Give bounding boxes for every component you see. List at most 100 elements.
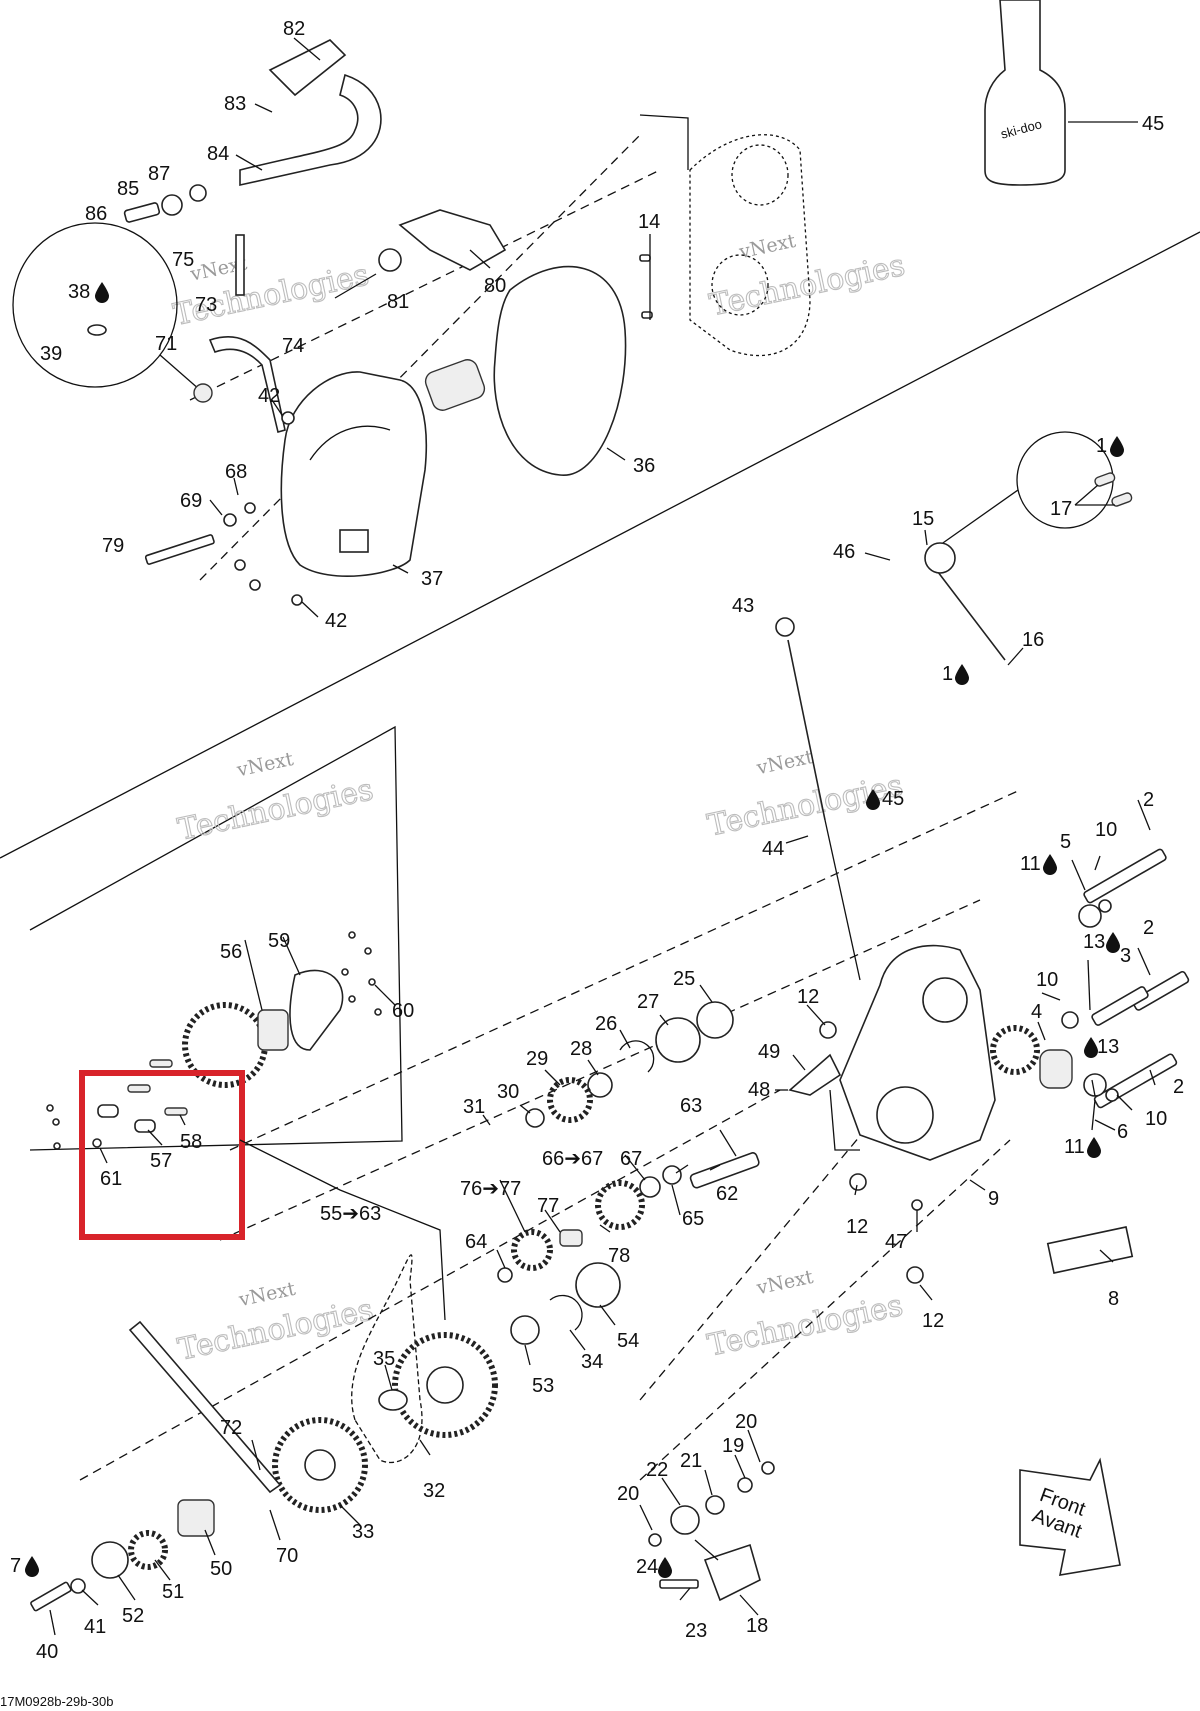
oil-drop-icon bbox=[95, 282, 109, 303]
label-18: 18 bbox=[746, 1615, 768, 1637]
dipstick-ring bbox=[775, 617, 795, 637]
bracket-80 bbox=[398, 209, 507, 271]
label-49: 49 bbox=[758, 1041, 780, 1063]
tensioner-18 bbox=[703, 1543, 761, 1602]
label-29: 29 bbox=[526, 1048, 548, 1070]
oil-drop-icon bbox=[1110, 436, 1124, 457]
label-12: 12 bbox=[797, 986, 819, 1008]
spring-58 bbox=[164, 1107, 188, 1116]
label-11b: 11 bbox=[1064, 1136, 1085, 1158]
needle-bearing-56 bbox=[257, 1009, 289, 1051]
oil-drop-icon bbox=[1084, 1037, 1098, 1058]
label-14: 14 bbox=[638, 211, 660, 233]
bolt-23 bbox=[659, 1579, 699, 1589]
label-17: 17 bbox=[1050, 498, 1072, 520]
label-66→67: 66➔67 bbox=[542, 1148, 603, 1170]
label-57: 57 bbox=[150, 1150, 172, 1172]
label-51: 51 bbox=[162, 1581, 184, 1603]
label-16: 16 bbox=[1022, 629, 1044, 651]
label-46: 46 bbox=[833, 541, 855, 563]
label-60: 60 bbox=[392, 1000, 414, 1022]
seal-strip-8 bbox=[1046, 1226, 1134, 1274]
label-28: 28 bbox=[570, 1038, 592, 1060]
bearing-50 bbox=[177, 1499, 215, 1537]
label-8: 8 bbox=[1108, 1288, 1119, 1310]
label-40: 40 bbox=[36, 1641, 58, 1663]
spacer-35 bbox=[378, 1389, 408, 1411]
label-10c: 10 bbox=[1145, 1108, 1167, 1130]
label-20: 20 bbox=[735, 1411, 757, 1433]
label-65: 65 bbox=[682, 1208, 704, 1230]
label-74: 74 bbox=[282, 335, 304, 357]
label-43: 43 bbox=[732, 595, 754, 617]
gear-67 bbox=[595, 1180, 645, 1230]
label-85: 85 bbox=[117, 178, 139, 200]
watermark-3-big: Technologies bbox=[175, 772, 376, 848]
front-arrow bbox=[1019, 1457, 1121, 1576]
section-dividers bbox=[0, 231, 1200, 1151]
watermark-6-big: Technologies bbox=[704, 1288, 905, 1364]
label-36: 36 bbox=[633, 455, 655, 477]
label-4: 4 bbox=[1031, 1001, 1042, 1023]
label-69: 69 bbox=[180, 490, 202, 512]
label-37: 37 bbox=[421, 568, 443, 590]
circlip-34 bbox=[549, 1294, 583, 1331]
label-86: 86 bbox=[85, 203, 107, 225]
gear-76 bbox=[511, 1229, 553, 1271]
label-54: 54 bbox=[617, 1330, 639, 1352]
label-12c: 12 bbox=[922, 1310, 944, 1332]
label-59: 59 bbox=[268, 930, 290, 952]
nut-30 bbox=[525, 1108, 545, 1128]
label-25: 25 bbox=[673, 968, 695, 990]
assembly-lines bbox=[79, 114, 1021, 1481]
label-35: 35 bbox=[373, 1348, 395, 1370]
label-72: 72 bbox=[220, 1417, 242, 1439]
pin-57 bbox=[134, 1119, 156, 1133]
label-76→77: 76➔77 bbox=[460, 1178, 521, 1200]
bolt-86 bbox=[123, 202, 161, 223]
label-70: 70 bbox=[276, 1545, 298, 1567]
label-42b: 42 bbox=[325, 610, 347, 632]
label-12b: 12 bbox=[846, 1216, 868, 1238]
washer-20a bbox=[761, 1461, 775, 1475]
label-68: 68 bbox=[225, 461, 247, 483]
bearing-66 bbox=[639, 1176, 661, 1198]
sprocket-33 bbox=[272, 1417, 368, 1513]
label-44: 44 bbox=[762, 838, 784, 860]
label-73: 73 bbox=[195, 294, 217, 316]
label-45: 45 bbox=[1142, 113, 1164, 135]
label-55→63: 55➔63 bbox=[320, 1203, 381, 1225]
bearing-77 bbox=[559, 1229, 583, 1247]
label-13b: 13 bbox=[1097, 1036, 1119, 1058]
drawing-code: 17M0928b-29b-30b bbox=[0, 1694, 113, 1709]
spacer-19 bbox=[737, 1477, 753, 1493]
label-56: 56 bbox=[220, 941, 242, 963]
label-77: 77 bbox=[537, 1195, 559, 1217]
watermark-5: vNext bbox=[236, 1278, 298, 1312]
leader-lines bbox=[49, 37, 1156, 1636]
bracket-49 bbox=[788, 1053, 842, 1096]
oil-drop-markers bbox=[25, 282, 1124, 1578]
label-1: 1 bbox=[1096, 435, 1107, 457]
sprocket-upper bbox=[392, 1332, 498, 1438]
cover-tab bbox=[339, 529, 369, 553]
label-80: 80 bbox=[484, 275, 506, 297]
watermark-6: vNext bbox=[754, 1266, 816, 1300]
bearing-27 bbox=[655, 1017, 701, 1063]
label-21: 21 bbox=[680, 1450, 702, 1472]
chain-32 bbox=[351, 1254, 423, 1464]
label-75: 75 bbox=[172, 249, 194, 271]
oil-drop-icon bbox=[25, 1556, 39, 1577]
label-83: 83 bbox=[224, 93, 246, 115]
inset-circle-oring bbox=[12, 222, 178, 388]
watermark-2-big: Technologies bbox=[707, 248, 908, 324]
label-11: 11 bbox=[1020, 853, 1041, 875]
part-labels: 82 83 84 87 85 86 75 73 74 71 38 39 81 8… bbox=[10, 18, 1184, 1663]
label-84: 84 bbox=[207, 143, 229, 165]
label-30: 30 bbox=[497, 1081, 519, 1103]
label-71: 71 bbox=[155, 333, 177, 355]
label-2: 2 bbox=[1143, 789, 1154, 811]
label-20b: 20 bbox=[617, 1483, 639, 1505]
label-48: 48 bbox=[748, 1079, 770, 1101]
